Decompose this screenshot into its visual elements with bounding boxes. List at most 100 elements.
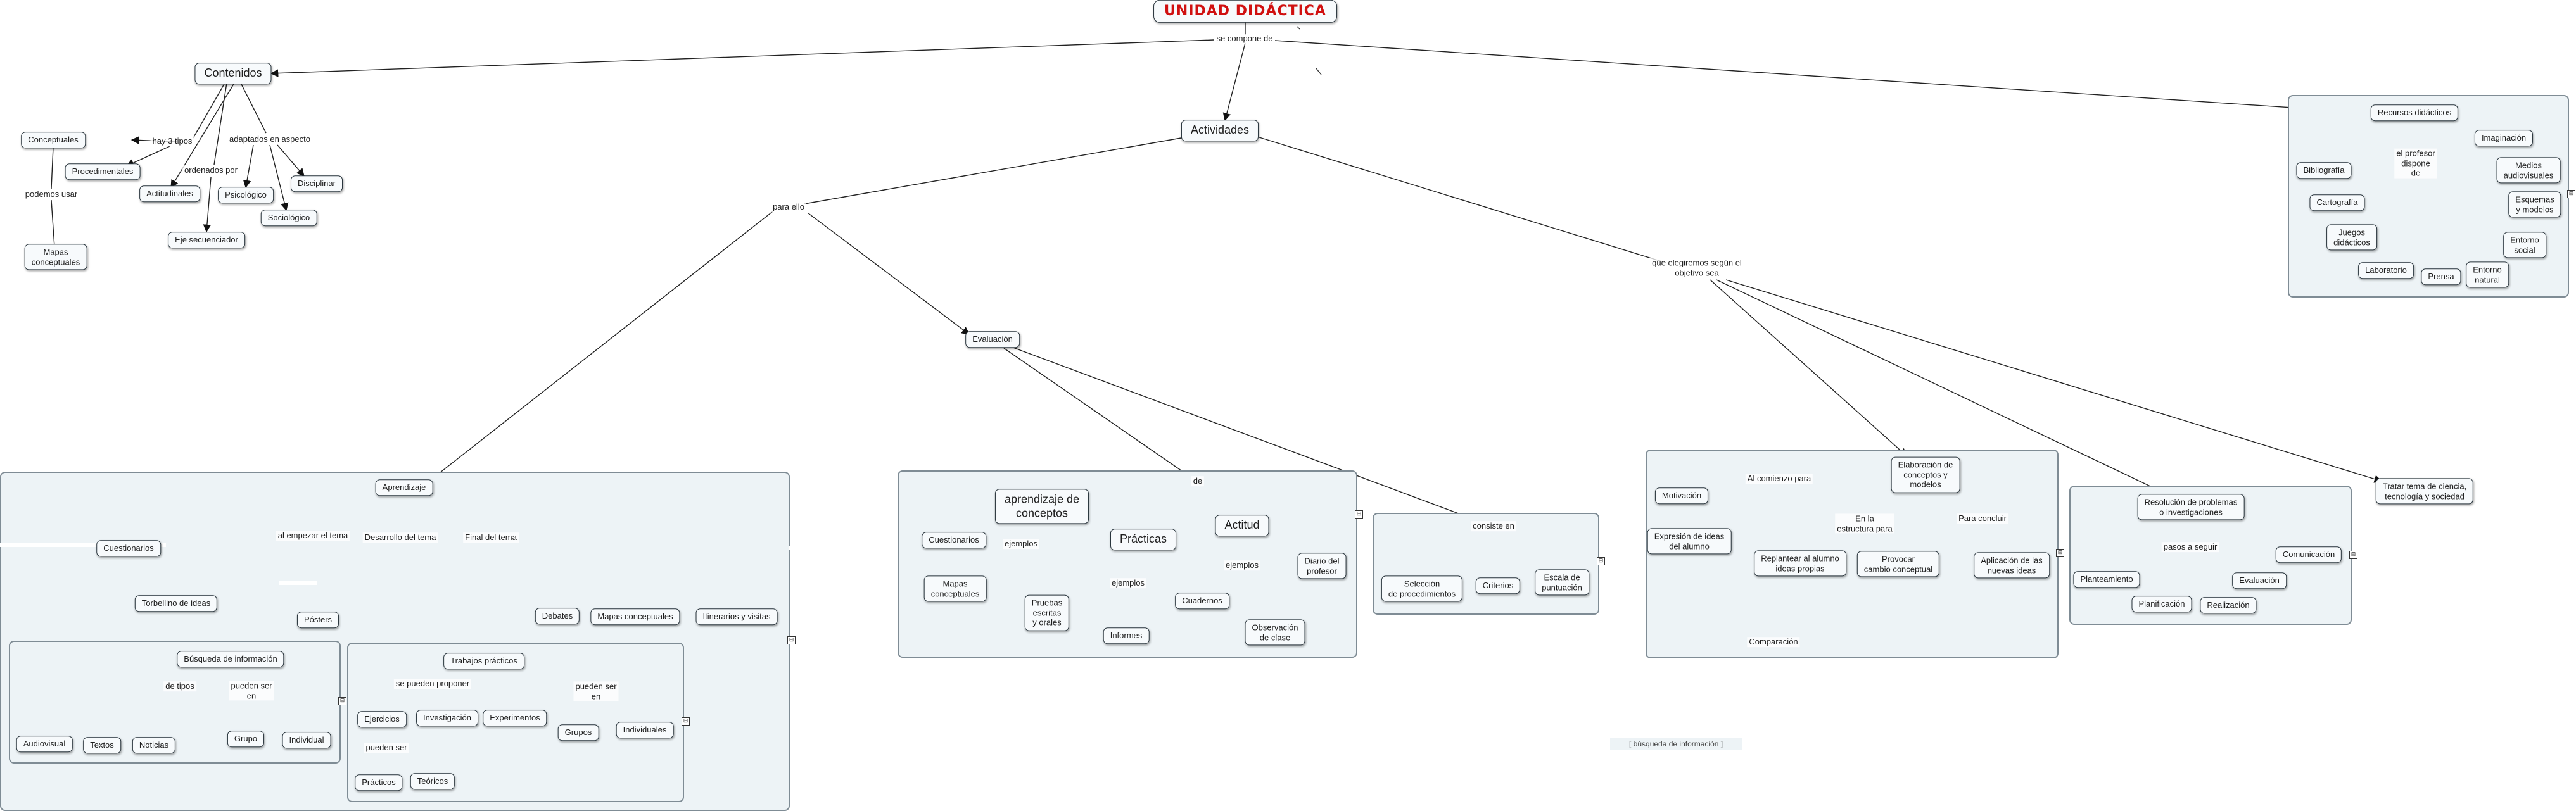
concept-mapas-conceptuales-1[interactable]: Mapas conceptuales xyxy=(24,244,87,270)
concept-recursos[interactable]: Recursos didácticos xyxy=(2370,104,2459,121)
collapse-toggle-aprendizaje[interactable]: ⊟ xyxy=(787,636,796,644)
concept-actitudinales[interactable]: Actitudinales xyxy=(139,185,200,202)
concept-contenidos[interactable]: Contenidos xyxy=(194,63,272,84)
concept-sociologico[interactable]: Sociológico xyxy=(260,210,317,226)
concept-individual[interactable]: Individual xyxy=(282,732,331,748)
concept-itinerarios[interactable]: Itinerarios y visitas xyxy=(695,608,778,625)
concept-comunicacion[interactable]: Comunicación xyxy=(2275,546,2342,563)
concept-diario[interactable]: Diario del profesor xyxy=(1297,553,1347,579)
concept-procedimentales[interactable]: Procedimentales xyxy=(65,163,141,180)
collapse-toggle-busqueda[interactable]: ⊟ xyxy=(338,697,346,705)
rendering-artifact xyxy=(279,581,317,585)
concept-disciplinar[interactable]: Disciplinar xyxy=(291,175,343,192)
concept-eje-secuenciador[interactable]: Eje secuenciador xyxy=(168,232,245,248)
footer-hint[interactable]: [ búsqueda de información ] xyxy=(1610,738,1742,750)
concept-evaluacion[interactable]: Evaluación xyxy=(965,331,1020,348)
concept-cartografia[interactable]: Cartografía xyxy=(2309,194,2365,211)
concept-noticias[interactable]: Noticias xyxy=(132,737,176,753)
concept-juegos[interactable]: Juegos didácticos xyxy=(2326,224,2377,251)
concept-criterios[interactable]: Criterios xyxy=(1475,577,1521,594)
concept-trabajos[interactable]: Trabajos prácticos xyxy=(443,653,524,669)
concept-cuadernos[interactable]: Cuadernos xyxy=(1175,593,1229,609)
concept-posters[interactable]: Pósters xyxy=(296,612,339,628)
arrow-connector xyxy=(1710,279,1907,456)
arrow-connector xyxy=(243,144,254,189)
concept-conceptuales[interactable]: Conceptuales xyxy=(21,132,86,148)
concept-cuestionarios-1[interactable]: Cuestionarios xyxy=(96,540,161,556)
arrow-connector xyxy=(1725,279,2383,483)
collapse-toggle-evaluacion-de[interactable]: ⊟ xyxy=(1355,510,1363,519)
concept-imaginacion[interactable]: Imaginación xyxy=(2474,130,2534,146)
concept-bibliografia[interactable]: Bibliografía xyxy=(2296,162,2352,179)
concept-debates[interactable]: Debates xyxy=(535,608,580,624)
concept-motivacion[interactable]: Motivación xyxy=(1654,487,1709,504)
concept-torbellino[interactable]: Torbellino de ideas xyxy=(134,595,218,612)
concept-unidad-didactica[interactable]: UNIDAD DIDÁCTICA xyxy=(1153,0,1337,23)
concept-actitud[interactable]: Actitud xyxy=(1215,515,1269,536)
concept-aplicacion[interactable]: Aplicación de las nuevas ideas xyxy=(1974,552,2050,579)
concept-psicologico[interactable]: Psicológico xyxy=(218,187,274,203)
concept-prensa[interactable]: Prensa xyxy=(2421,268,2461,285)
link-pueden-ser-3: pueden ser xyxy=(364,743,409,753)
collapse-toggle-recursos[interactable]: ⊟ xyxy=(2567,190,2575,198)
collapse-toggle-consiste[interactable]: ⊟ xyxy=(1597,557,1605,565)
link-de: de xyxy=(1191,476,1205,486)
link-comparacion: Comparación xyxy=(1747,637,1800,647)
concept-escala[interactable]: Escala de puntuación xyxy=(1535,569,1589,596)
concept-investigacion[interactable]: Investigación xyxy=(416,710,478,726)
concept-individuales[interactable]: Individuales xyxy=(616,722,674,738)
concept-cuestionarios-2[interactable]: Cuestionarios xyxy=(922,532,986,548)
concept-laboratorio[interactable]: Laboratorio xyxy=(2358,262,2414,279)
concept-grupos[interactable]: Grupos xyxy=(557,724,599,741)
concept-ejercicios[interactable]: Ejercicios xyxy=(357,711,407,727)
concept-replantear[interactable]: Replantear al alumno ideas propias xyxy=(1754,550,1846,577)
concept-aprendizaje[interactable]: Aprendizaje xyxy=(375,479,433,496)
concept-provocar[interactable]: Provocar cambio conceptual xyxy=(1856,551,1940,577)
concept-teoricos[interactable]: Teóricos xyxy=(410,773,455,789)
concept-aprendizaje-conceptos[interactable]: aprendizaje de conceptos xyxy=(994,489,1089,524)
link-desarrollo: Desarrollo del tema xyxy=(362,532,438,543)
concept-planteamiento[interactable]: Planteamiento xyxy=(2073,571,2140,588)
concept-elaboracion[interactable]: Elaboración de conceptos y modelos xyxy=(1891,456,1960,493)
concept-realizacion[interactable]: Realización xyxy=(2200,597,2257,613)
link-ejemplos-2: ejemplos xyxy=(1109,578,1147,588)
concept-mapas-conceptuales-3[interactable]: Mapas conceptuales xyxy=(923,575,987,602)
concept-medios[interactable]: Medios audiovisuales xyxy=(2496,157,2561,184)
link-consiste: consiste en xyxy=(1471,521,1516,531)
concept-actividades[interactable]: Actividades xyxy=(1181,120,1259,141)
arrow-connector xyxy=(269,144,289,211)
concept-pruebas[interactable]: Pruebas escritas y orales xyxy=(1024,594,1070,631)
concept-esquemas[interactable]: Esquemas y modelos xyxy=(2508,191,2561,218)
collapse-toggle-trabajos[interactable]: ⊟ xyxy=(682,717,690,726)
link-ordenados: ordenados por xyxy=(182,165,239,175)
concept-planificacion[interactable]: Planificación xyxy=(2131,596,2192,612)
arrow-connector xyxy=(203,177,212,233)
concept-experimentos[interactable]: Experimentos xyxy=(483,710,547,726)
concept-entorno-natural[interactable]: Entorno natural xyxy=(2466,261,2509,288)
concept-entorno-social[interactable]: Entorno social xyxy=(2503,232,2546,258)
concept-practicas[interactable]: Prácticas xyxy=(1110,529,1177,550)
link-hay-3-tipos: hay 3 tipos xyxy=(150,136,194,146)
concept-textos[interactable]: Textos xyxy=(83,737,121,753)
concept-informes[interactable]: Informes xyxy=(1103,627,1150,644)
concept-grupo[interactable]: Grupo xyxy=(227,731,265,747)
concept-resolucion[interactable]: Resolución de problemas o investigacione… xyxy=(2137,494,2245,520)
concept-mapas-conceptuales-2[interactable]: Mapas conceptuales xyxy=(590,608,680,625)
link-podemos: podemos usar xyxy=(23,189,80,199)
line-connector xyxy=(213,82,227,165)
concept-seleccion[interactable]: Selección de procedimientos xyxy=(1381,575,1463,602)
concept-expresion[interactable]: Expresión de ideas del alumno xyxy=(1647,528,1732,555)
collapse-toggle-resolucion[interactable]: ⊟ xyxy=(2349,551,2357,559)
line-connector xyxy=(240,82,267,134)
concept-audiovisual[interactable]: Audiovisual xyxy=(16,736,73,752)
arrow-connector xyxy=(270,39,1214,77)
link-al-comienzo: Al comienzo para xyxy=(1745,474,1813,484)
rendering-artifact xyxy=(789,546,814,550)
collapse-toggle-elaboracion[interactable]: ⊟ xyxy=(2056,549,2064,557)
concept-practicos[interactable]: Prácticos xyxy=(355,774,403,791)
line-connector xyxy=(51,199,55,248)
concept-evaluacion-2[interactable]: Evaluación xyxy=(2232,572,2287,589)
concept-busqueda[interactable]: Búsqueda de información xyxy=(177,651,284,667)
concept-observacion[interactable]: Observación de clase xyxy=(1245,619,1305,646)
concept-tratar[interactable]: Tratar tema de ciencia, tecnología y soc… xyxy=(2375,478,2474,505)
